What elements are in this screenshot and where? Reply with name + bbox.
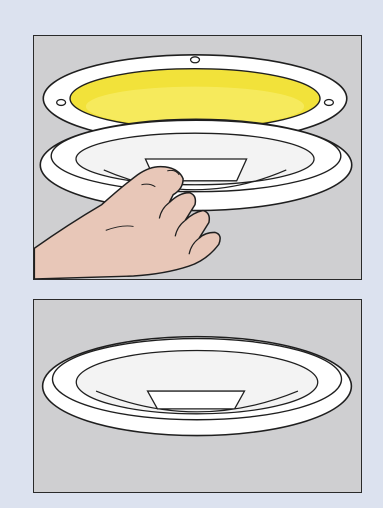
- screw-hole-right-icon: [324, 99, 333, 105]
- screw-hole-top-icon: [191, 57, 200, 63]
- pull-tab: [148, 391, 245, 409]
- step-1-illustration: [34, 36, 361, 279]
- screw-hole-left-icon: [57, 99, 66, 105]
- installed-light-cover-icon: [43, 337, 352, 436]
- diffuser-cover: [40, 119, 351, 210]
- step-2-illustration: [34, 300, 361, 492]
- step-2-panel: [33, 299, 362, 493]
- step-1-panel: [33, 35, 362, 280]
